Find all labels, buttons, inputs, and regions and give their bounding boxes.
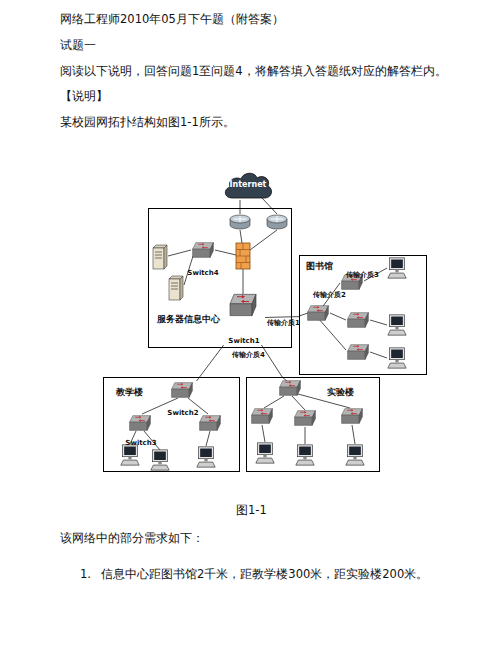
pc-icon [388, 315, 406, 335]
switch-icon [308, 306, 329, 321]
switch-node: Switch2 [165, 381, 201, 417]
pc-icon [296, 445, 314, 465]
pc-icon [388, 348, 406, 368]
switch-icon [172, 383, 193, 398]
switch-icon [200, 416, 221, 431]
building-label: 服务器信息中心 [157, 314, 220, 326]
router-icon [267, 215, 287, 229]
paragraph-text: 试题一 [60, 38, 96, 53]
internet-cloud: Internet [222, 170, 274, 202]
switch-icon [295, 411, 316, 426]
switch-icon [348, 345, 369, 360]
cable-connector [261, 345, 282, 377]
building-label: 实验楼 [327, 387, 354, 399]
pc-icon [151, 450, 169, 470]
network-wires [130, 198, 387, 450]
switch-node: Switch1 [223, 291, 265, 345]
pc-icon [197, 447, 215, 467]
building-box: 图书馆 [299, 255, 427, 375]
medium-label: 传输介质4 [232, 350, 265, 360]
paragraph-text: 信息中心距图书馆2千米，距教学楼300米，距实验楼200米。 [101, 567, 428, 582]
figure-caption: 图1-1 [236, 503, 267, 518]
cable-connector [197, 345, 224, 381]
cloud-label: Internet [230, 180, 267, 189]
building-box: 实验楼 [246, 377, 380, 472]
paragraph-text: 该网络中的部分需求如下： [60, 531, 204, 546]
switch-label: Switch2 [167, 409, 198, 417]
switch-node: Switch3 [123, 413, 159, 447]
pc-icon [121, 445, 139, 465]
switch-icon [342, 409, 363, 424]
pc-icon [256, 443, 274, 463]
paragraph-text: 【说明】 [60, 89, 108, 104]
building-label: 图书馆 [306, 261, 333, 273]
page-title: 网络工程师2010年05月下午题（附答案） [60, 12, 284, 27]
cloud-outline [225, 173, 271, 198]
switch-label: Switch4 [187, 269, 218, 277]
switch-label: Switch3 [125, 439, 156, 447]
medium-label: 传输介质2 [313, 290, 346, 300]
paragraph-text: 阅读以下说明，回答问题1至问题4，将解答填入答题纸对应的解答栏内。 [60, 64, 447, 79]
medium-label: 传输介质1 [267, 318, 300, 328]
switch-icon [193, 243, 214, 258]
building-label: 教学楼 [116, 387, 143, 399]
paragraph-text: 1. [80, 567, 91, 581]
switch-node: Switch4 [183, 241, 223, 277]
switch-icon [130, 416, 151, 431]
cable-connector [265, 316, 299, 318]
router-icon [230, 215, 250, 229]
building-box: 教学楼 Switch2Switch3 [103, 377, 240, 472]
switch-icon [252, 409, 273, 424]
pc-icon [346, 445, 364, 465]
firewall-icon [236, 243, 250, 269]
switch-label: Switch1 [228, 337, 259, 345]
switch-icon [230, 294, 256, 315]
server-icon [169, 276, 183, 300]
paragraph-text: 某校园网拓扑结构如图1-1所示。 [60, 115, 235, 130]
server-icon [153, 245, 167, 269]
switch-icon [280, 381, 301, 396]
medium-label: 传输介质3 [346, 270, 379, 280]
pc-icon [388, 258, 406, 278]
switch-icon [348, 313, 369, 328]
